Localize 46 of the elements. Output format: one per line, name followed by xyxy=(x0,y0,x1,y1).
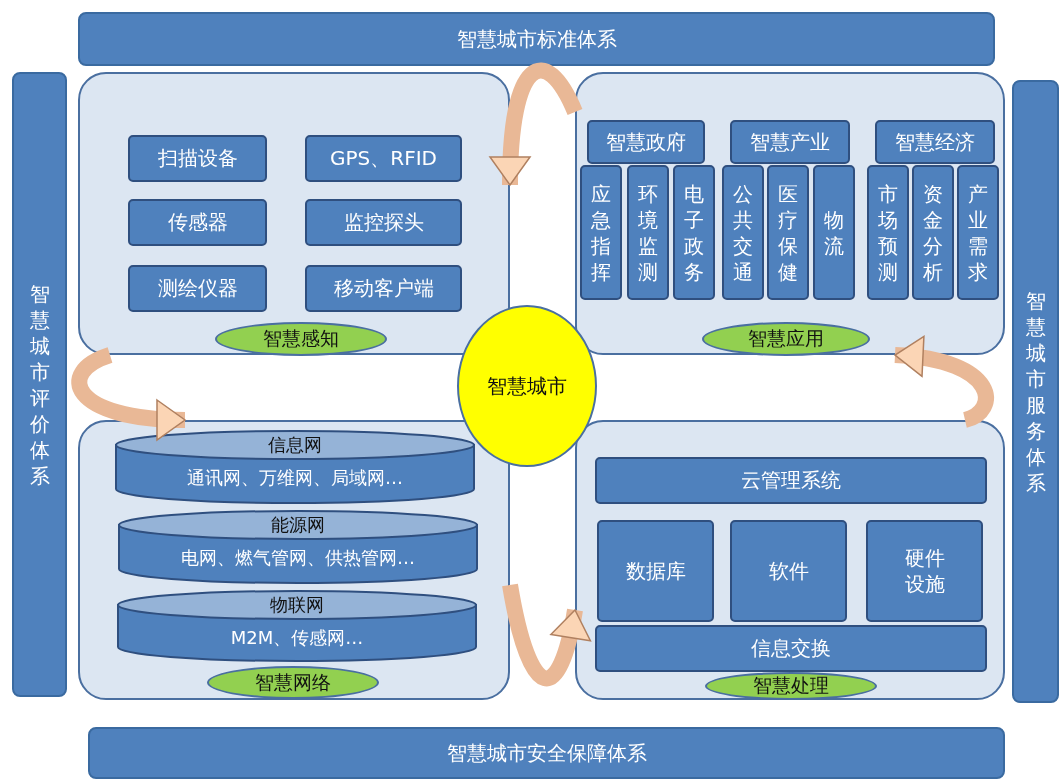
evaluation-system-bar: 智慧城市评价体系 xyxy=(12,72,67,697)
network-examples: 通讯网、万维网、局域网… xyxy=(186,466,404,490)
layer-ellipse: 智慧网络 xyxy=(207,666,379,699)
standard-system-bar: 智慧城市标准体系 xyxy=(78,12,995,66)
service-system-bar: 智慧城市服务体系 xyxy=(1012,80,1059,703)
application-column: 市场预测 xyxy=(867,165,909,300)
network-panel xyxy=(78,420,510,700)
device-box: GPS、RFID xyxy=(305,135,462,182)
exchange-box: 信息交换 xyxy=(595,625,987,672)
application-column: 环境监测 xyxy=(627,165,669,300)
resource-box: 数据库 xyxy=(597,520,714,622)
category-box: 智慧产业 xyxy=(730,120,850,164)
system-box: 云管理系统 xyxy=(595,457,987,504)
layer-ellipse: 智慧感知 xyxy=(215,322,387,356)
device-box: 扫描设备 xyxy=(128,135,267,182)
application-column: 产业需求 xyxy=(957,165,999,300)
network-title: 信息网 xyxy=(267,433,323,457)
resource-box: 硬件设施 xyxy=(866,520,983,622)
device-box: 移动客户端 xyxy=(305,265,462,312)
application-column: 公共交通 xyxy=(722,165,764,300)
application-column: 资金分析 xyxy=(912,165,954,300)
category-box: 智慧经济 xyxy=(875,120,995,164)
processing-panel xyxy=(575,420,1005,700)
application-column: 电子政务 xyxy=(673,165,715,300)
device-box: 监控探头 xyxy=(305,199,462,246)
device-box: 传感器 xyxy=(128,199,267,246)
perception-panel xyxy=(78,72,510,355)
application-column: 物流 xyxy=(813,165,855,300)
curved-arrow xyxy=(71,347,186,440)
application-column: 医疗保健 xyxy=(767,165,809,300)
network-examples: M2M、传感网… xyxy=(229,626,365,650)
network-title: 物联网 xyxy=(269,593,325,617)
application-column: 应急指挥 xyxy=(580,165,622,300)
layer-ellipse: 智慧应用 xyxy=(702,322,870,356)
network-cylinder xyxy=(118,510,478,584)
device-box: 测绘仪器 xyxy=(128,265,267,312)
resource-box: 软件 xyxy=(730,520,847,622)
network-cylinder xyxy=(117,590,477,662)
layer-ellipse: 智慧处理 xyxy=(705,672,877,700)
network-title: 能源网 xyxy=(270,513,326,537)
network-cylinder xyxy=(115,430,475,504)
curved-arrow xyxy=(489,62,583,186)
application-panel xyxy=(575,72,1005,355)
network-examples: 电网、燃气管网、供热管网… xyxy=(180,546,416,570)
security-system-bar: 智慧城市安全保障体系 xyxy=(88,727,1005,779)
category-box: 智慧政府 xyxy=(587,120,705,164)
